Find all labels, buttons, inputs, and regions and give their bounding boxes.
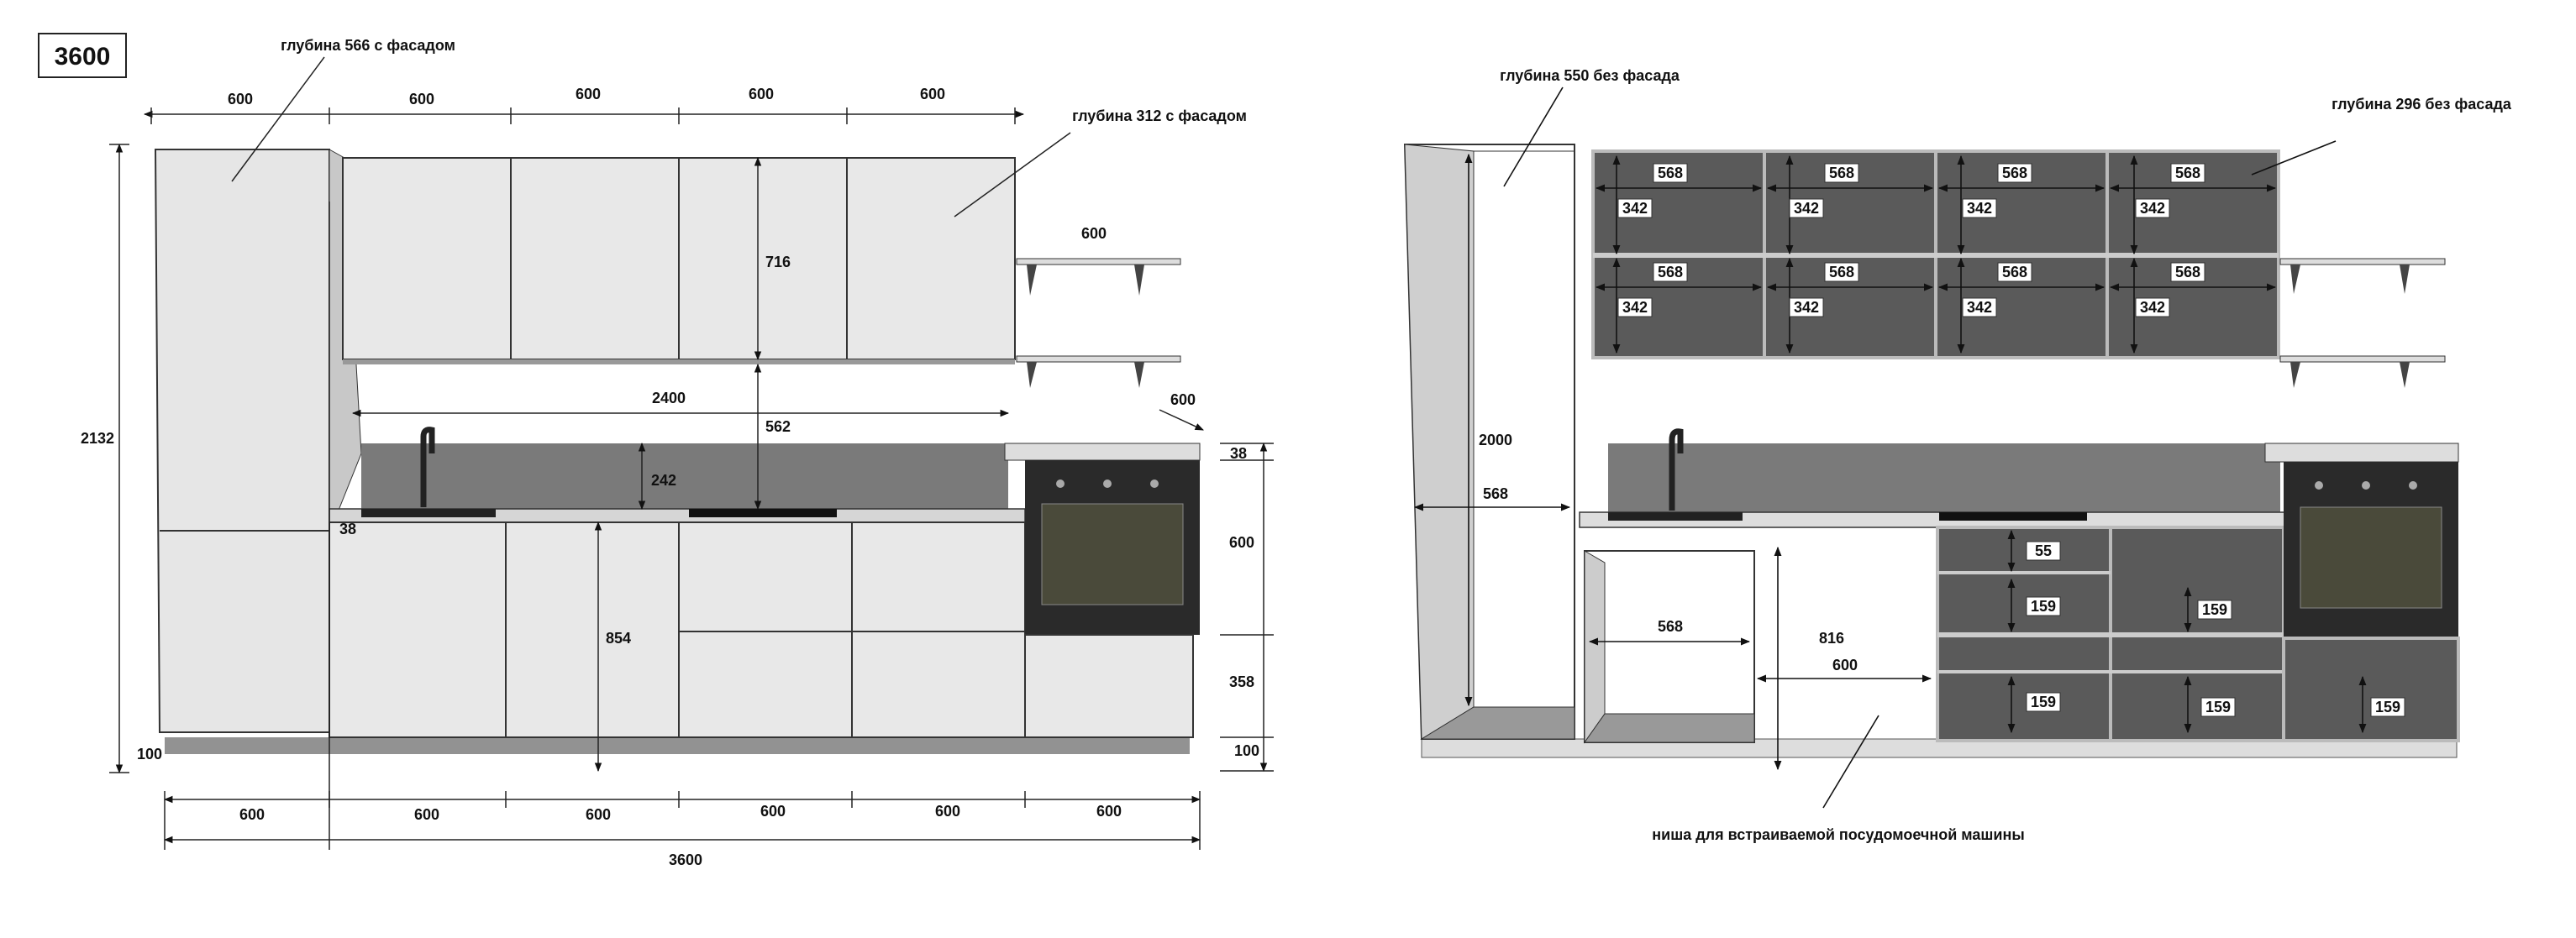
right-col-2: 600	[1229, 534, 1254, 551]
niche-note: ниша для встраиваемой посудомоечной маши…	[1652, 826, 2024, 843]
right-col-3: 358	[1229, 673, 1254, 690]
wall-width-upper-3: 568	[1997, 163, 2032, 183]
bottom-width-6: 600	[1096, 803, 1122, 820]
bottom-width-4: 600	[760, 803, 786, 820]
gap-height: 562	[765, 418, 791, 435]
backsplash-height: 242	[651, 472, 676, 489]
svg-text:568: 568	[2002, 165, 2027, 181]
wall-height: 716	[765, 254, 791, 270]
svg-text:342: 342	[2140, 299, 2165, 316]
drawer-low-height-3: 159	[2370, 697, 2405, 717]
title-label: 3600	[55, 43, 111, 71]
svg-text:342: 342	[2140, 200, 2165, 217]
wall-width-lower-4: 568	[2170, 262, 2205, 282]
wall-width-lower-1: 568	[1653, 262, 1688, 282]
svg-text:342: 342	[1967, 299, 1992, 316]
svg-text:159: 159	[2202, 601, 2227, 618]
worktop-thickness: 38	[339, 521, 356, 537]
plinth-height: 100	[137, 746, 162, 762]
top-width-5: 600	[920, 86, 945, 102]
right-col-1: 38	[1230, 445, 1247, 462]
svg-text:159: 159	[2031, 598, 2056, 615]
wall-width-lower-3: 568	[1997, 262, 2032, 282]
wall-span: 2400	[652, 390, 686, 406]
tall-width: 568	[1483, 485, 1508, 502]
wall-height-upper-3: 342	[1962, 198, 1997, 218]
right-tall-depth-note: глубина 550 без фасада	[1500, 67, 1680, 84]
svg-text:342: 342	[1967, 200, 1992, 217]
wall-height-upper-4: 342	[2135, 198, 2170, 218]
svg-text:568: 568	[2175, 165, 2200, 181]
total-height: 2132	[81, 430, 114, 447]
niche-height: 816	[1819, 630, 1844, 647]
drawer-low-height-1: 159	[2026, 692, 2061, 712]
wall-height-upper-1: 342	[1617, 198, 1653, 218]
svg-text:159: 159	[2205, 699, 2231, 715]
drawer-top-height: 55	[2026, 541, 2061, 561]
wall-height-lower-4: 342	[2135, 297, 2170, 317]
wall-width-upper-4: 568	[2170, 163, 2205, 183]
svg-text:55: 55	[2035, 542, 2052, 559]
right-wall-depth-note: глубина 296 без фасада	[2332, 96, 2512, 113]
right-elevation	[1403, 144, 2460, 758]
top-width-1: 600	[228, 91, 253, 107]
top-width-3: 600	[576, 86, 601, 102]
wall-height-lower-2: 342	[1789, 297, 1824, 317]
wall-height-upper-2: 342	[1789, 198, 1824, 218]
bottom-width-2: 600	[414, 806, 439, 823]
svg-text:342: 342	[1622, 299, 1648, 316]
sink-width: 568	[1658, 618, 1683, 635]
bottom-width-5: 600	[935, 803, 960, 820]
svg-text:342: 342	[1794, 299, 1819, 316]
wall-height-lower-1: 342	[1617, 297, 1653, 317]
top-width-2: 600	[409, 91, 434, 107]
svg-text:568: 568	[1829, 165, 1854, 181]
base-height: 854	[606, 630, 631, 647]
svg-text:159: 159	[2031, 694, 2056, 710]
tall-depth-note: глубина 566 с фасадом	[281, 37, 455, 54]
total-width: 3600	[669, 852, 702, 868]
oven-depth: 600	[1170, 391, 1196, 408]
wall-width-upper-1: 568	[1653, 163, 1688, 183]
drawer-mid-height-1: 159	[2026, 596, 2061, 616]
svg-text:568: 568	[1829, 264, 1854, 280]
bottom-width-1: 600	[239, 806, 265, 823]
wall-width-upper-2: 568	[1824, 163, 1859, 183]
left-elevation	[154, 149, 1201, 754]
svg-text:342: 342	[1622, 200, 1648, 217]
shelf-width: 600	[1081, 225, 1107, 242]
title-box	[38, 33, 127, 78]
svg-text:568: 568	[1658, 165, 1683, 181]
tall-height: 2000	[1479, 432, 1512, 448]
niche-width: 600	[1832, 657, 1858, 673]
wall-depth-note: глубина 312 с фасадом	[1072, 107, 1247, 124]
svg-text:568: 568	[1658, 264, 1683, 280]
svg-text:342: 342	[1794, 200, 1819, 217]
wall-height-lower-3: 342	[1962, 297, 1997, 317]
svg-text:568: 568	[2175, 264, 2200, 280]
drawer-low-height-2: 159	[2200, 697, 2236, 717]
top-width-4: 600	[749, 86, 774, 102]
svg-text:159: 159	[2375, 699, 2400, 715]
right-col-4: 100	[1234, 742, 1259, 759]
bottom-width-3: 600	[586, 806, 611, 823]
drawer-mid-height-2: 159	[2197, 600, 2232, 620]
wall-width-lower-2: 568	[1824, 262, 1859, 282]
svg-text:568: 568	[2002, 264, 2027, 280]
